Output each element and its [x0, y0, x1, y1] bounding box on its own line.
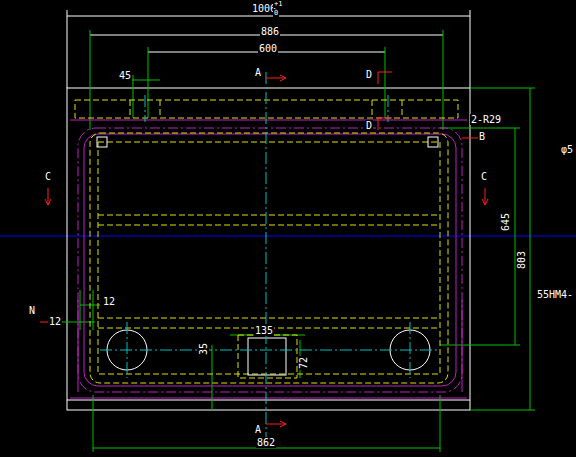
section-mark: C — [44, 171, 52, 182]
dimension: 135 — [254, 325, 274, 336]
dimension: 645 — [500, 212, 511, 232]
section-mark: A — [254, 424, 262, 435]
tolerance: 0 — [273, 9, 279, 17]
view-mark: N — [28, 305, 36, 316]
section-mark: D — [365, 69, 373, 80]
dimension: 600 — [258, 43, 278, 54]
dimension: 72 — [298, 356, 309, 370]
section-mark: A — [254, 67, 262, 78]
dimension: 803 — [516, 250, 527, 270]
note: φ5 — [560, 144, 574, 155]
dimension: 45 — [118, 70, 132, 81]
dimension: 12 — [102, 296, 116, 307]
dimension: 862 — [256, 437, 276, 448]
dimension: 886 — [260, 26, 280, 37]
dimension: 35 — [198, 342, 209, 356]
radius-note: 2-R29 — [470, 114, 502, 125]
note: 55HM4- — [536, 289, 574, 300]
section-mark: C — [480, 171, 488, 182]
dimension: 12 — [48, 316, 62, 327]
tolerance: +1 — [273, 0, 283, 8]
section-mark: B — [478, 131, 486, 142]
section-mark: D — [365, 120, 373, 131]
